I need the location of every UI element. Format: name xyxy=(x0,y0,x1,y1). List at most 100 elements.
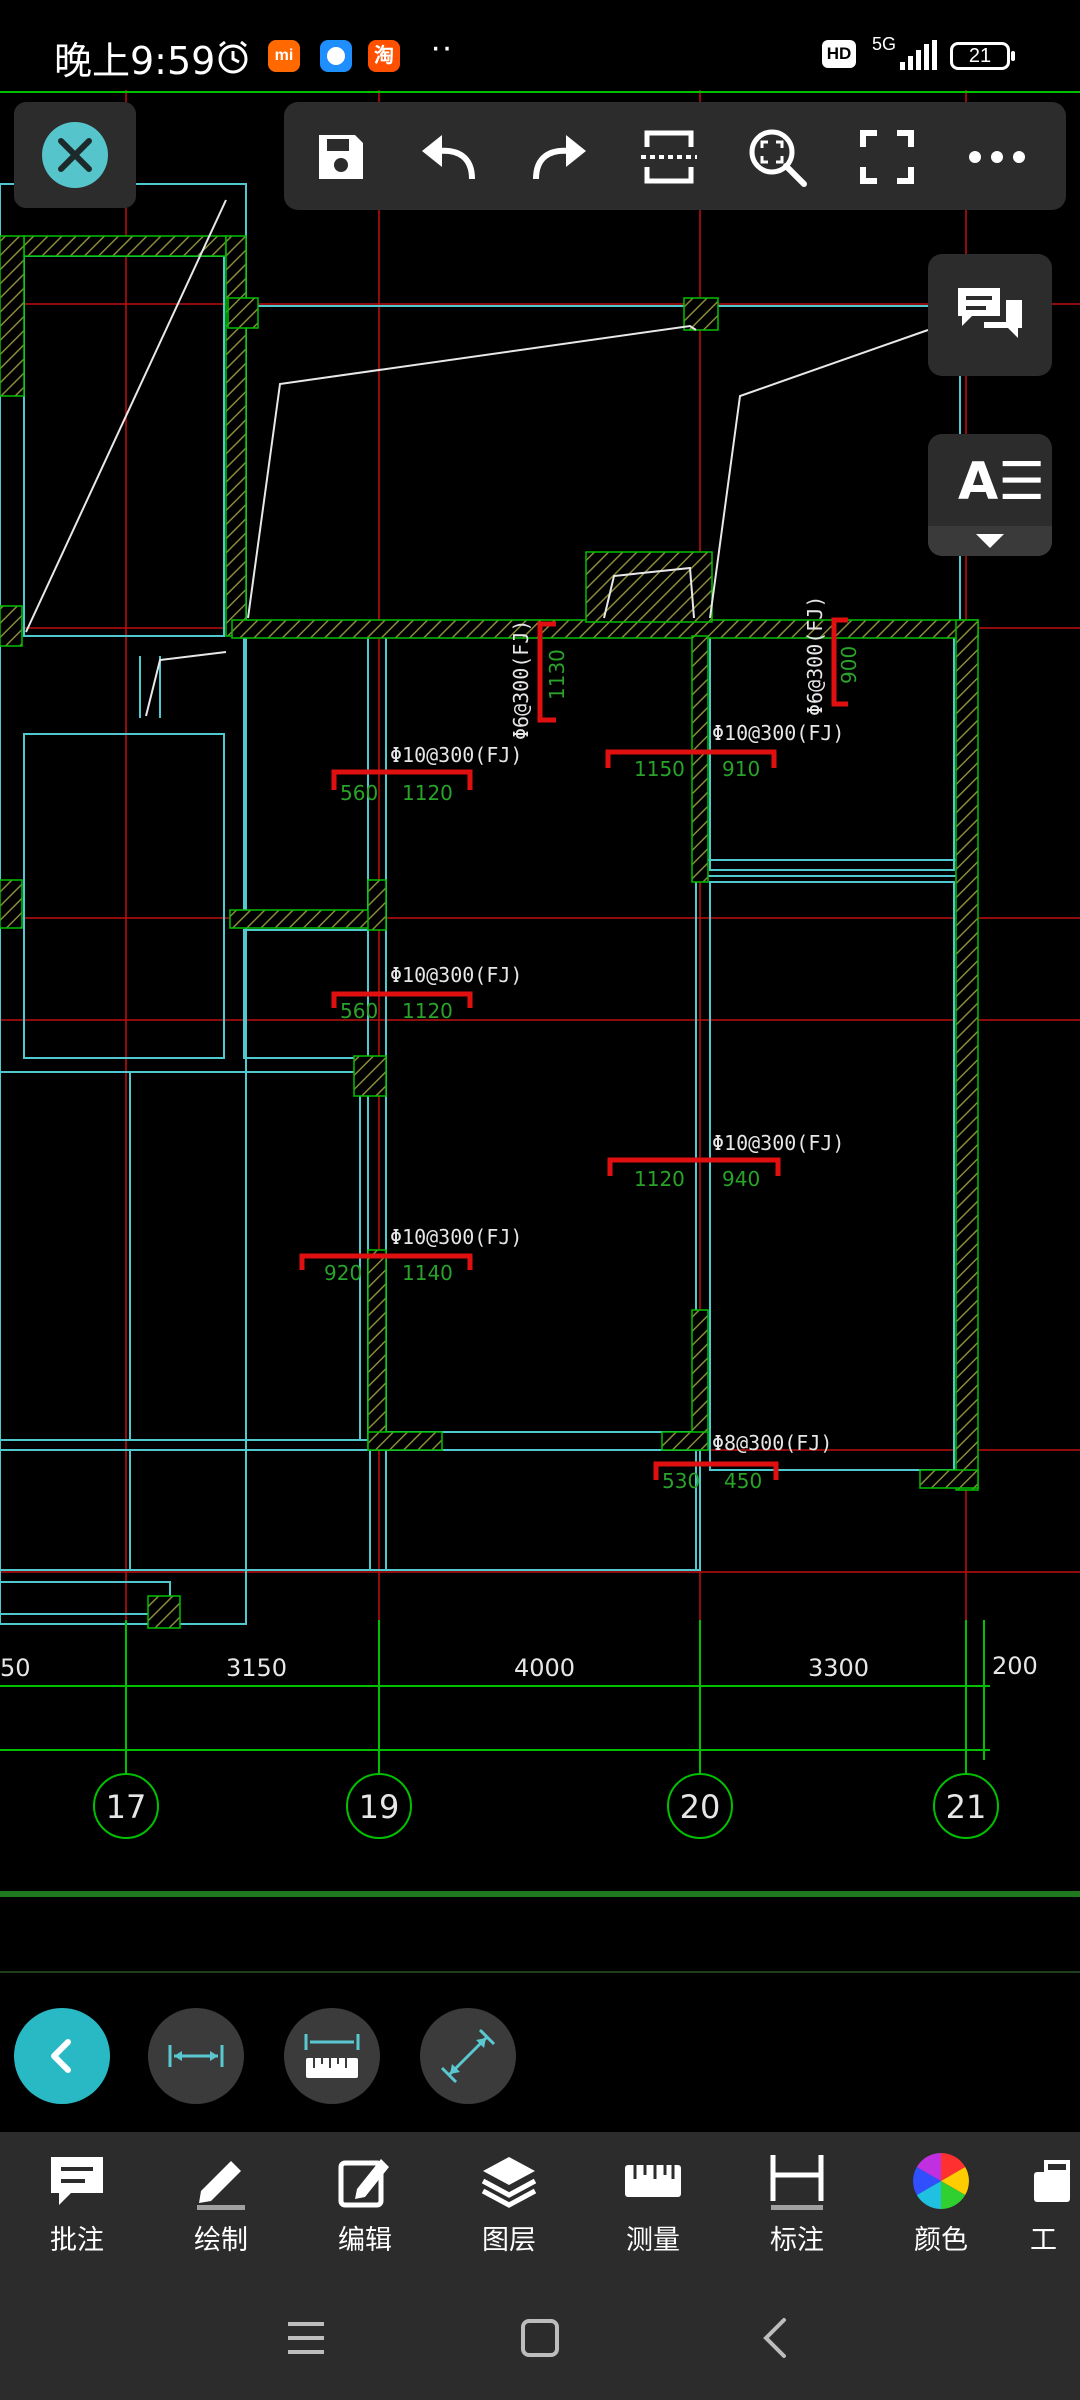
rebar-length: 1140 xyxy=(402,1261,453,1285)
fullscreen-icon xyxy=(860,130,914,184)
zoom-fit-icon xyxy=(749,129,807,187)
dimension-label: 标注 xyxy=(770,2225,824,2255)
layers-label: 图层 xyxy=(482,2225,536,2255)
text-style-dropdown[interactable] xyxy=(928,526,1052,556)
edit-icon xyxy=(338,2159,389,2208)
battery-icon: 21 xyxy=(950,42,1015,70)
save-icon xyxy=(319,135,363,179)
taobao-app-icon: 淘 xyxy=(368,40,400,72)
section-icon xyxy=(641,130,697,184)
axis-label: 17 xyxy=(106,1788,147,1826)
mi-app-icon: mi xyxy=(268,40,300,72)
tools-tab[interactable]: 工 xyxy=(1030,2146,1080,2257)
zoom-fit-button[interactable] xyxy=(740,120,814,194)
rebar-length: 910 xyxy=(722,757,760,781)
dimension-icon xyxy=(770,2155,824,2210)
draw-tab[interactable]: 绘制 xyxy=(166,2146,276,2257)
back-nav-icon[interactable] xyxy=(756,2316,796,2360)
more-notifications-icon: ·· xyxy=(430,28,453,66)
redo-button[interactable] xyxy=(522,120,596,194)
undo-icon xyxy=(422,135,475,180)
rebar-label: Φ10@300(FJ) xyxy=(712,721,844,745)
measure-tools-row xyxy=(0,2008,1080,2108)
measure-distance-button[interactable] xyxy=(148,2008,244,2104)
top-toolbar xyxy=(284,102,1066,210)
dimension-texts: 50 3150 4000 3300 200 xyxy=(0,1652,1038,1682)
dimension-text: 200 xyxy=(992,1652,1038,1680)
color-tab[interactable]: 颜色 xyxy=(886,2146,996,2257)
section-button[interactable] xyxy=(632,120,706,194)
dimension-text: 3300 xyxy=(808,1654,869,1682)
edit-label: 编辑 xyxy=(338,2225,392,2255)
slab-outlines xyxy=(25,199,929,717)
rebar-length: 1130 xyxy=(545,649,569,700)
annotate-tab[interactable]: 批注 xyxy=(22,2146,132,2257)
axis-labels: 17 19 20 21 xyxy=(106,1788,987,1826)
redo-icon xyxy=(533,135,586,180)
axis-lines-red xyxy=(0,90,1080,1620)
dimension-text: 3150 xyxy=(226,1654,287,1682)
rebar-length: 560 xyxy=(340,781,378,805)
dimension-lines xyxy=(0,1620,1080,1973)
annotate-icon xyxy=(51,2157,103,2205)
rebar-length: 920 xyxy=(324,1261,362,1285)
close-icon xyxy=(58,138,92,172)
measure-ruler-button[interactable] xyxy=(284,2008,380,2104)
comment-list-button[interactable] xyxy=(928,254,1052,376)
axis-label: 19 xyxy=(359,1788,400,1826)
rebar-marks xyxy=(299,617,848,1480)
more-icon xyxy=(969,151,1025,163)
menu-icon[interactable] xyxy=(286,2318,326,2358)
diagonal-measure-icon xyxy=(440,2028,496,2084)
undo-button[interactable] xyxy=(412,120,486,194)
rebar-label: Φ10@300(FJ) xyxy=(390,963,522,987)
rebar-label: Φ10@300(FJ) xyxy=(390,743,522,767)
rebar-length: 1120 xyxy=(634,1167,685,1191)
network-type: 5G xyxy=(872,34,897,54)
rebar-labels: Φ10@300(FJ) Φ10@300(FJ) Φ10@300(FJ) Φ10@… xyxy=(390,596,844,1455)
rebar-length: 450 xyxy=(724,1469,762,1493)
text-style-label: A☰ xyxy=(958,452,1045,512)
distance-icon xyxy=(168,2045,224,2067)
wall-outlines xyxy=(0,183,970,1625)
rebar-length: 560 xyxy=(340,999,378,1023)
annotate-label: 批注 xyxy=(50,2225,104,2255)
text-style-button[interactable]: A☰ xyxy=(928,434,1052,556)
rebar-label: Φ10@300(FJ) xyxy=(390,1225,522,1249)
tools-label: 工 xyxy=(1030,2225,1057,2255)
rebar-length: 1120 xyxy=(402,999,453,1023)
rebar-label: Φ6@300(FJ) xyxy=(803,596,827,716)
ruler-icon xyxy=(304,2034,360,2078)
message-app-icon xyxy=(320,40,352,72)
rebar-label: Φ8@300(FJ) xyxy=(712,1431,832,1455)
layers-tab[interactable]: 图层 xyxy=(454,2146,564,2257)
save-button[interactable] xyxy=(304,120,378,194)
measure-label: 测量 xyxy=(626,2225,680,2255)
status-bar: 晚上9:59 mi 淘 ·· HD 5G 21 xyxy=(0,0,1080,96)
measure-diagonal-button[interactable] xyxy=(420,2008,516,2104)
chevron-left-icon xyxy=(51,2039,71,2073)
layers-icon xyxy=(481,2157,537,2208)
system-nav-bar xyxy=(0,2272,1080,2400)
fullscreen-button[interactable] xyxy=(850,120,924,194)
alarm-icon xyxy=(218,40,248,74)
home-icon[interactable] xyxy=(520,2318,560,2358)
dimension-text: 50 xyxy=(0,1654,31,1682)
axis-label: 20 xyxy=(680,1788,721,1826)
hatched-walls xyxy=(0,235,979,1629)
rebar-length: 940 xyxy=(722,1167,760,1191)
toolbox-icon xyxy=(1034,2160,1070,2202)
more-button[interactable] xyxy=(960,120,1034,194)
rebar-length: 530 xyxy=(662,1469,700,1493)
color-wheel-icon xyxy=(913,2153,969,2209)
back-button[interactable] xyxy=(14,2008,110,2104)
dimension-tab[interactable]: 标注 xyxy=(742,2146,852,2257)
edit-tab[interactable]: 编辑 xyxy=(310,2146,420,2257)
close-button[interactable] xyxy=(14,102,136,208)
bottom-function-bar: 批注 绘制 编辑 图层 xyxy=(0,2132,1080,2272)
ruler-icon xyxy=(625,2165,681,2197)
color-label: 颜色 xyxy=(914,2225,968,2255)
pencil-icon xyxy=(197,2161,245,2210)
measure-tab[interactable]: 测量 xyxy=(598,2146,708,2257)
